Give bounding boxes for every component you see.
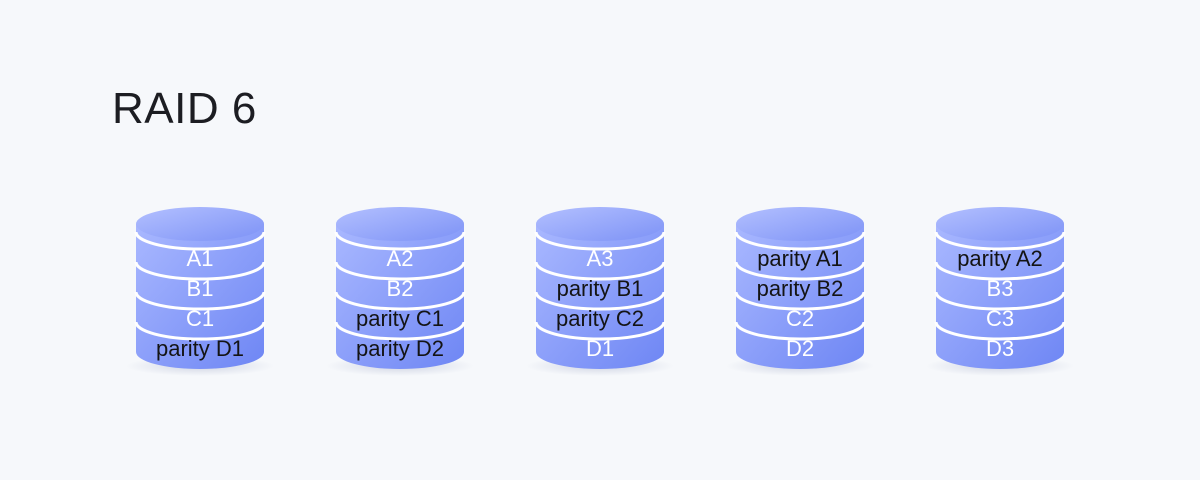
- disk-3: A3 parity B1 parity C2 D1: [526, 207, 674, 376]
- parity-block-label: parity B1: [557, 276, 644, 301]
- disk-body: [136, 224, 264, 369]
- disk-separator: [934, 321, 1066, 341]
- parity-block-label: parity A1: [757, 246, 843, 271]
- data-block-label: D3: [986, 336, 1014, 361]
- data-block-label: A2: [387, 246, 414, 271]
- data-block-label: C2: [786, 306, 814, 331]
- disk-top: [936, 207, 1064, 241]
- disk-separator: [734, 231, 866, 251]
- parity-block-label: parity B2: [757, 276, 844, 301]
- data-block-label: A3: [587, 246, 614, 271]
- data-block-label: C1: [186, 306, 214, 331]
- disk-separator: [334, 231, 466, 251]
- disk-separator: [134, 291, 266, 311]
- disk-separator: [534, 321, 666, 341]
- data-block-label: B1: [187, 276, 214, 301]
- data-block-label: B3: [987, 276, 1014, 301]
- disk-separator: [334, 261, 466, 281]
- parity-block-label: parity A2: [957, 246, 1043, 271]
- disk-separator: [534, 231, 666, 251]
- disk-separator: [334, 291, 466, 311]
- parity-block-label: parity C1: [356, 306, 444, 331]
- disk-top: [536, 207, 664, 241]
- disk-body: [536, 224, 664, 369]
- disk-separator: [734, 261, 866, 281]
- disk-separator: [134, 261, 266, 281]
- disk-body: [336, 224, 464, 369]
- data-block-label: B2: [387, 276, 414, 301]
- disk-separator: [534, 291, 666, 311]
- disk-separator: [934, 231, 1066, 251]
- data-block-label: A1: [187, 246, 214, 271]
- data-block-label: C3: [986, 306, 1014, 331]
- disk-separator: [734, 321, 866, 341]
- disk-separator: [934, 291, 1066, 311]
- disk-separator: [934, 261, 1066, 281]
- disk-separator: [334, 321, 466, 341]
- parity-block-label: parity C2: [556, 306, 644, 331]
- disk-separator: [134, 321, 266, 341]
- disk-top: [136, 207, 264, 241]
- disk-body: [936, 224, 1064, 369]
- disk-separator: [534, 261, 666, 281]
- disk-separator: [734, 291, 866, 311]
- parity-block-label: parity D2: [356, 336, 444, 361]
- disk-top: [736, 207, 864, 241]
- data-block-label: D1: [586, 336, 614, 361]
- disk-top: [336, 207, 464, 241]
- data-block-label: D2: [786, 336, 814, 361]
- disk-separator: [134, 231, 266, 251]
- disk-body: [736, 224, 864, 369]
- diagram-title: RAID 6: [112, 84, 257, 133]
- parity-block-label: parity D1: [156, 336, 244, 361]
